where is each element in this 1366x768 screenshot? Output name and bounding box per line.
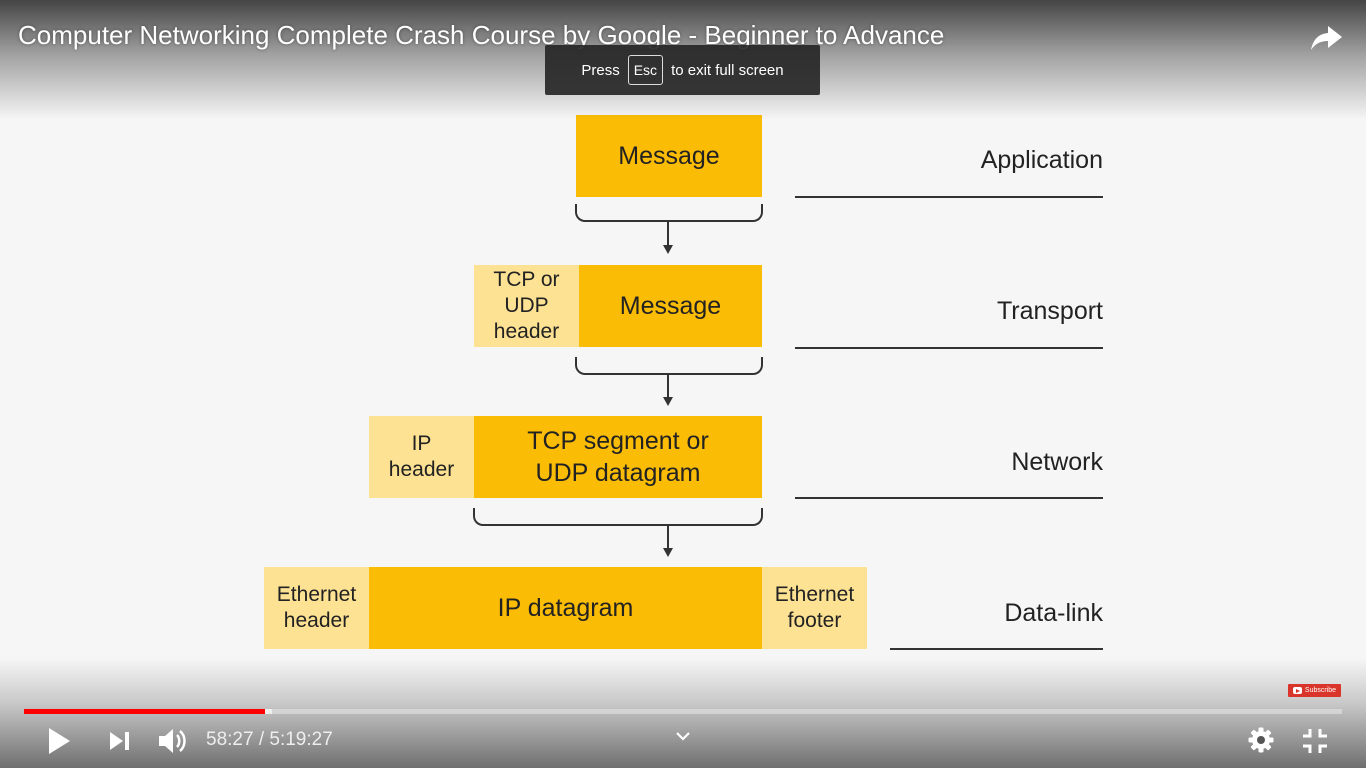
exit-fullscreen-button[interactable] (1301, 727, 1329, 755)
box-label: IP datagram (497, 594, 634, 622)
subscribe-label: Subscribe (1304, 687, 1337, 694)
volume-button[interactable] (156, 726, 190, 756)
layer-label-application: Application (980, 146, 1103, 174)
encapsulation-bracket (473, 508, 763, 526)
share-button[interactable] (1306, 18, 1346, 58)
current-time: 58:27 (206, 729, 254, 750)
progress-bar[interactable] (24, 709, 1342, 714)
chevron-down-icon (676, 732, 690, 741)
tcp-segment-box: TCP segment or UDP datagram (474, 416, 762, 498)
arrow-stem (667, 526, 669, 549)
youtube-logo-icon (1292, 687, 1302, 694)
layer-divider (795, 497, 1103, 499)
exit-fullscreen-icon (1303, 729, 1327, 753)
layer-divider (890, 648, 1103, 650)
progress-played (24, 709, 266, 714)
gear-icon (1248, 727, 1274, 753)
volume-icon (159, 729, 186, 753)
time-display: 58:27 / 5:19:27 (206, 729, 333, 751)
layer-label-network: Network (1011, 448, 1103, 476)
transport-message-box: Message (579, 265, 762, 347)
down-arrow-icon (663, 548, 673, 557)
box-label: Message (618, 142, 720, 170)
toast-text-before: Press (581, 61, 620, 79)
box-label: IP header (388, 432, 455, 481)
arrow-stem (667, 222, 669, 246)
down-arrow-icon (663, 397, 673, 406)
ip-datagram-box: IP datagram (369, 567, 762, 649)
layer-divider (795, 196, 1103, 198)
tcp-udp-header-box: TCP or UDP header (474, 265, 579, 347)
subscribe-badge[interactable]: Subscribe (1288, 684, 1341, 697)
next-button[interactable] (106, 729, 132, 753)
more-button[interactable] (674, 729, 692, 743)
ethernet-footer-box: Ethernet footer (762, 567, 867, 649)
box-label: Message (619, 292, 722, 320)
down-arrow-icon (663, 245, 673, 254)
box-label: Ethernet footer (774, 583, 855, 632)
box-label: TCP or UDP header (493, 268, 560, 343)
time-separator: / (253, 729, 270, 750)
play-icon (49, 728, 70, 754)
encapsulation-bracket (575, 204, 763, 222)
arrow-stem (667, 375, 669, 398)
play-button[interactable] (44, 725, 74, 757)
share-icon (1311, 26, 1342, 50)
box-label: TCP segment or UDP datagram (527, 427, 709, 487)
duration: 5:19:27 (269, 729, 333, 750)
settings-button[interactable] (1247, 726, 1275, 754)
ethernet-header-box: Ethernet header (264, 567, 369, 649)
ip-header-box: IP header (369, 416, 474, 498)
box-label: Ethernet header (276, 583, 357, 632)
toast-text-after: to exit full screen (671, 61, 784, 79)
next-icon (110, 732, 129, 750)
application-message-box: Message (576, 115, 762, 197)
encapsulation-bracket (575, 357, 763, 375)
esc-key-badge: Esc (627, 55, 664, 85)
layer-divider (795, 347, 1103, 349)
layer-label-data-link: Data-link (1004, 599, 1103, 627)
fullscreen-toast: Press Esc to exit full screen (545, 45, 820, 95)
layer-label-transport: Transport (996, 297, 1103, 325)
